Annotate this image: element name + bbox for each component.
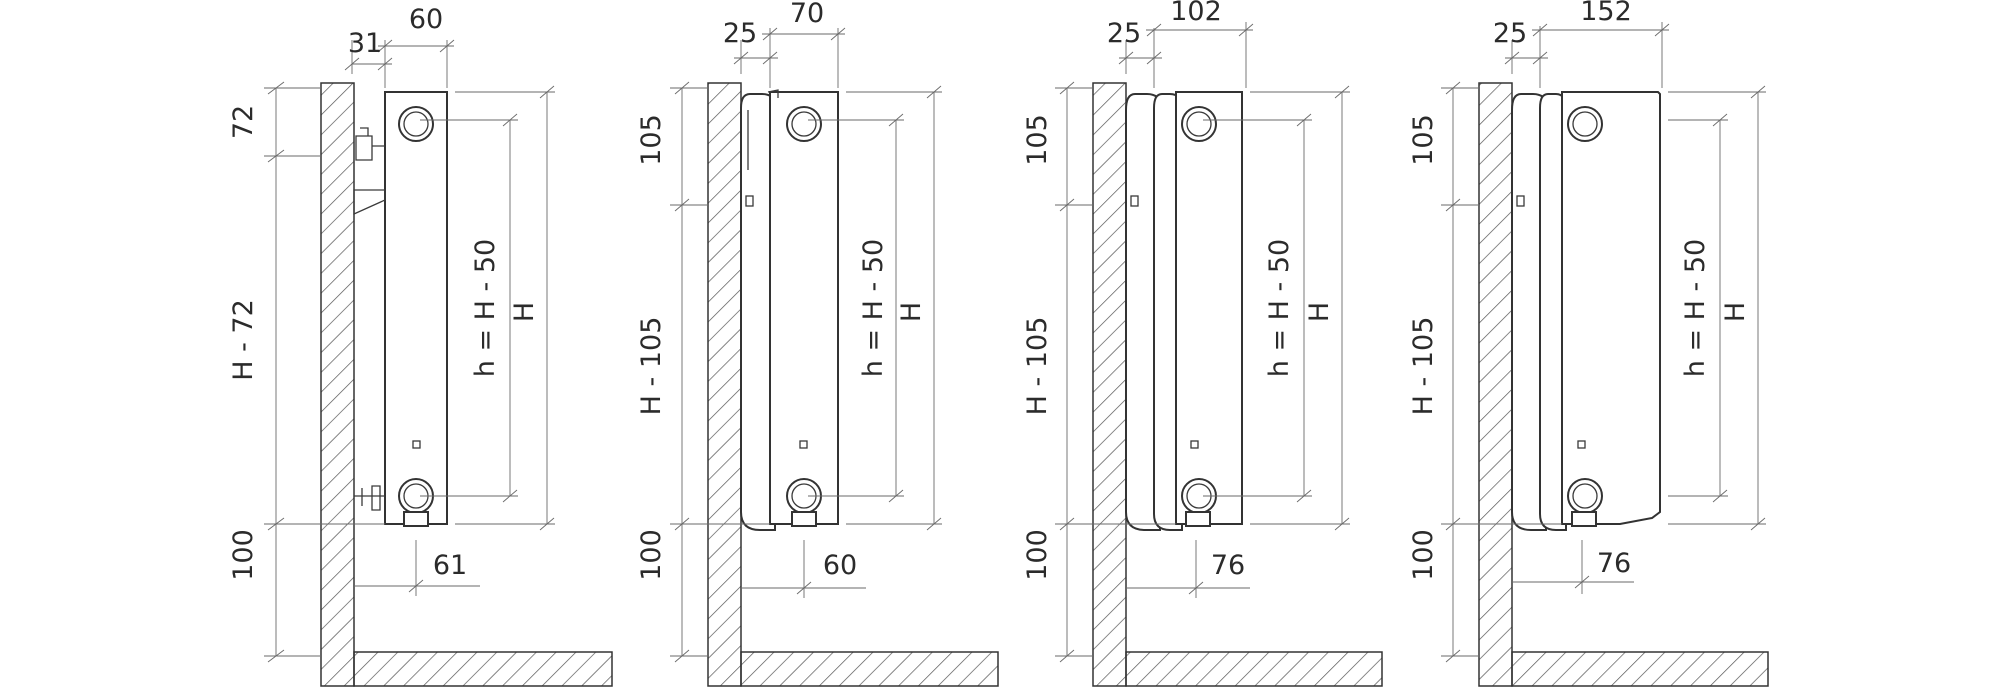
dim-left-middle: H - 105: [636, 317, 667, 416]
dim-total-height: H: [896, 302, 927, 322]
panel-type-11: 105 H - 105 100 h = H - 50 H 70 25 60: [636, 0, 999, 687]
bracket-clip: [1516, 195, 1525, 207]
dim-total-height: H: [1304, 302, 1335, 322]
top-pipe-inner: [791, 111, 817, 137]
dim-inner-height: h = H - 50: [470, 239, 501, 377]
dim-pipe-distance: 76: [1597, 548, 1631, 579]
top-pipe-inner: [1186, 111, 1212, 137]
dim-left-bottom: 100: [228, 529, 259, 581]
dim-pipe-distance: 76: [1211, 550, 1245, 581]
radiator-body: [1175, 91, 1243, 525]
wall: [707, 82, 742, 687]
dim-pipe-distance: 60: [823, 550, 857, 581]
radiator-body: [384, 91, 448, 525]
wall-bracket: [353, 189, 386, 216]
bottom-pipe-inner: [1572, 483, 1598, 509]
dim-left-middle: H - 105: [1408, 317, 1439, 416]
dim-left-bottom: 100: [1022, 529, 1053, 581]
top-pipe-inner: [403, 111, 429, 137]
dim-left-middle: H - 105: [1022, 317, 1053, 416]
dim-inner-height: h = H - 50: [1680, 239, 1711, 377]
radiator-body: [1561, 91, 1661, 525]
panel-type-10: 72 H - 72 100 h = H - 50 H 60 31 61: [228, 4, 613, 687]
dim-top-width: 60: [409, 4, 443, 35]
dim-wall-gap: 25: [1107, 18, 1141, 49]
panel-type-22: 105 H - 105 100 h = H - 50 H 152 25 76: [1408, 0, 1769, 687]
dim-top-width: 102: [1170, 0, 1222, 27]
valve-block: [1185, 511, 1211, 527]
dim-wall-gap: 25: [1493, 18, 1527, 49]
dim-total-height: H: [509, 302, 540, 322]
floor: [740, 651, 999, 687]
bleed-valve: [799, 440, 808, 449]
valve-block: [791, 511, 817, 527]
valve-block: [1571, 511, 1597, 527]
floor: [1511, 651, 1769, 687]
floor: [1125, 651, 1383, 687]
dim-left-middle: H - 72: [228, 299, 259, 381]
wall: [1478, 82, 1513, 687]
bleed-valve: [412, 440, 421, 449]
dim-top-width: 70: [790, 0, 824, 29]
dim-left-top: 105: [1408, 114, 1439, 166]
dim-wall-gap: 31: [348, 28, 382, 59]
floor: [353, 651, 613, 687]
bracket-clip: [1130, 195, 1139, 207]
bracket-clip: [745, 195, 754, 207]
dim-top-width: 152: [1580, 0, 1632, 27]
bleed-valve: [1577, 440, 1586, 449]
bottom-valve: [354, 485, 385, 511]
top-valve: [355, 127, 385, 161]
panel-type-21: 105 H - 105 100 h = H - 50 H 102 25 76: [1022, 0, 1383, 687]
dim-inner-height: h = H - 50: [858, 239, 889, 377]
top-cap: [767, 89, 779, 98]
dim-left-bottom: 100: [1408, 529, 1439, 581]
dim-inner-height: h = H - 50: [1264, 239, 1295, 377]
wall: [320, 82, 355, 687]
dim-left-top: 105: [1022, 114, 1053, 166]
dim-wall-gap: 25: [723, 18, 757, 49]
dim-pipe-distance: 61: [433, 550, 467, 581]
top-pipe-inner: [1572, 111, 1598, 137]
wall: [1092, 82, 1127, 687]
dim-total-height: H: [1720, 302, 1751, 322]
dim-left-top: 105: [636, 114, 667, 166]
dim-left-bottom: 100: [636, 529, 667, 581]
dim-left-top: 72: [228, 105, 259, 139]
radiator-body: [769, 91, 839, 525]
bleed-valve: [1190, 440, 1199, 449]
valve-block: [403, 511, 429, 527]
